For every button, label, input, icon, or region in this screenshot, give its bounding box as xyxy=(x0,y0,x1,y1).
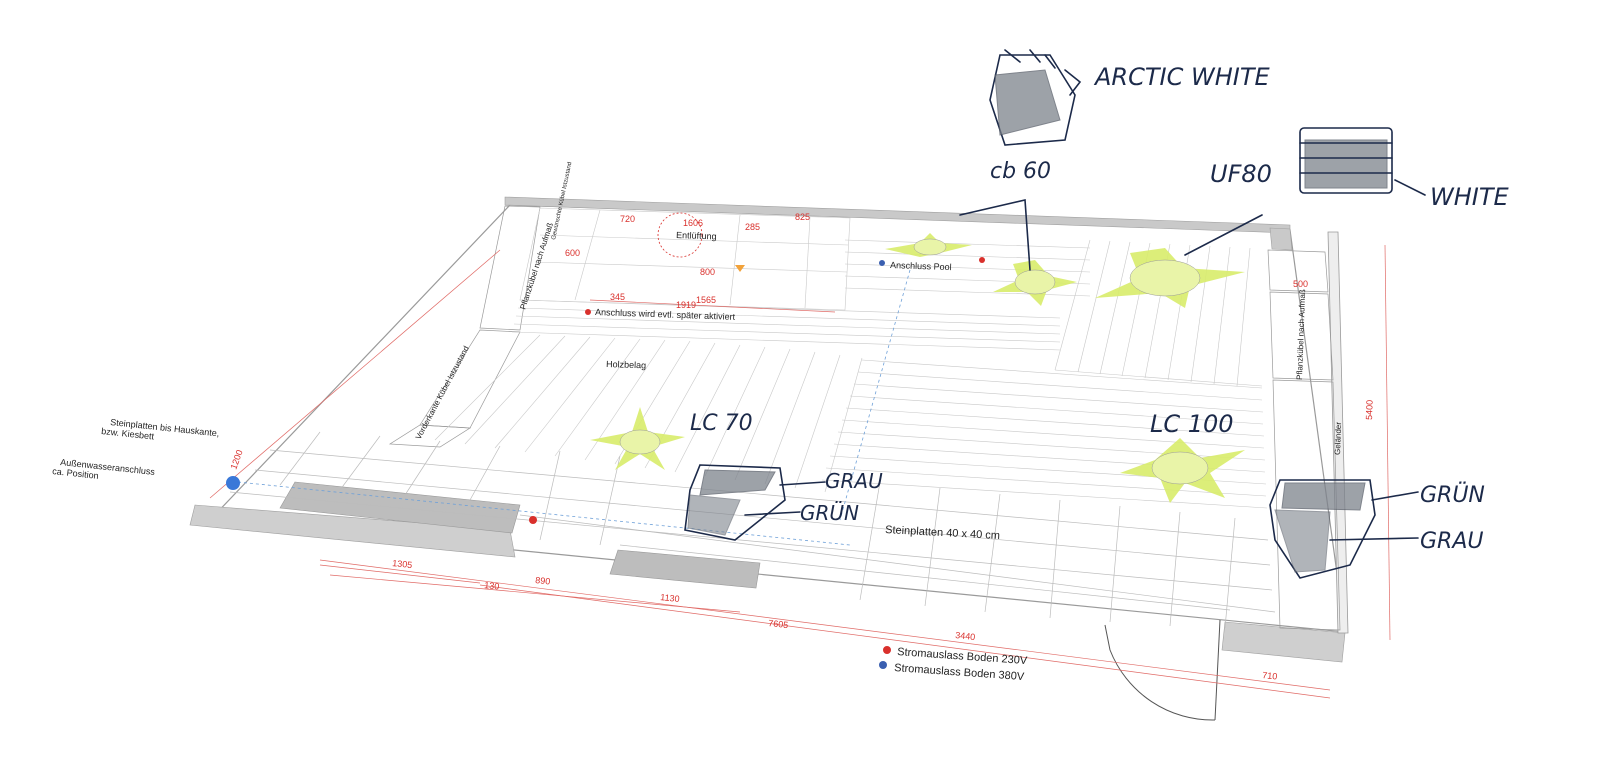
pool-pipe xyxy=(839,269,911,521)
note-grau-right: GRAU xyxy=(1420,529,1484,554)
deck-plan xyxy=(189,196,1391,721)
outlet-230-marker xyxy=(979,257,985,263)
leader-grau-right xyxy=(1329,537,1419,541)
pot-lc70-icon xyxy=(684,464,786,541)
water-pipe xyxy=(237,481,851,546)
dim-1130: 1130 xyxy=(660,592,680,604)
pot-uf80-icon xyxy=(1299,127,1393,194)
dim-3440: 3440 xyxy=(955,630,976,642)
note-grau-left: GRAU xyxy=(825,469,883,493)
dim-1606: 1606 xyxy=(683,218,703,228)
left-planter-column xyxy=(388,205,541,448)
deck-boards-upper xyxy=(511,239,1091,351)
leader-uf80 xyxy=(1184,214,1263,256)
dim-1200: 1200 xyxy=(228,448,244,470)
note-gruen-left: GRÜN xyxy=(800,501,859,525)
dim-720: 720 xyxy=(620,214,635,224)
gray-planter-bottom-right xyxy=(1221,621,1346,663)
dim-800: 800 xyxy=(700,267,715,277)
label-anschluss-spaeter: Anschluss wird evtl. später aktiviert xyxy=(595,307,736,322)
dim-1305: 1305 xyxy=(392,558,413,570)
note-uf80: UF80 xyxy=(1210,160,1272,188)
legend-230-icon xyxy=(883,646,891,654)
hand-sketches: ARCTIC WHITE cb 60 UF80 WHITE LC 70 GRAU… xyxy=(684,49,1510,579)
leader-grau-left xyxy=(779,481,826,486)
dim-600: 600 xyxy=(565,248,580,258)
outlet-pool xyxy=(879,260,885,266)
pot-cb60-icon xyxy=(989,49,1082,146)
leader-cb60 xyxy=(959,199,1031,271)
label-aussenwasser-2: ca. Position xyxy=(52,466,99,481)
gray-planter-left xyxy=(279,481,521,534)
dim-1565: 1565 xyxy=(696,295,716,305)
note-cb60: cb 60 xyxy=(990,159,1051,184)
note-lc100: LC 100 xyxy=(1150,410,1234,438)
label-pflanzkuebel-right: Pflanzkübel nach Aufmaß xyxy=(1295,289,1307,380)
note-arctic-white: ARCTIC WHITE xyxy=(1093,63,1270,91)
dim-500: 500 xyxy=(1293,279,1308,289)
legend-380-icon xyxy=(879,661,887,669)
dim-285: 285 xyxy=(745,222,760,232)
outer-water-connection xyxy=(226,476,240,490)
plant-pool-left xyxy=(885,233,972,257)
plant-lc70 xyxy=(590,407,685,470)
dim-345: 345 xyxy=(610,292,625,302)
dim-1919: 1919 xyxy=(676,300,696,310)
dim-890: 890 xyxy=(535,575,551,587)
gray-planter-middle xyxy=(609,549,761,589)
dimension-lines xyxy=(209,244,1391,699)
leader-white xyxy=(1394,179,1426,196)
technical-pad xyxy=(519,207,851,311)
note-lc70: LC 70 xyxy=(690,411,753,436)
leader-gruen-left xyxy=(744,511,801,516)
dim-710: 710 xyxy=(1262,670,1278,682)
plant-lc100 xyxy=(1120,438,1245,503)
pot-lc100-icon xyxy=(1269,479,1376,579)
dim-5400: 5400 xyxy=(1364,400,1375,420)
door-leaf xyxy=(1214,619,1221,721)
leader-gruen-right xyxy=(1371,491,1419,501)
plant-uf80 xyxy=(1095,248,1245,308)
dim-825: 825 xyxy=(795,212,810,222)
outlet-bottom-marker xyxy=(529,516,537,524)
label-anschluss-pool: Anschluss Pool xyxy=(890,260,952,272)
outlet-later xyxy=(585,309,591,315)
ventilation-circle xyxy=(657,212,703,258)
ventilation-marker xyxy=(735,265,745,272)
label-holzbelag: Holzbelag xyxy=(606,359,646,370)
note-gruen-right: GRÜN xyxy=(1420,482,1485,508)
dim-130: 130 xyxy=(484,580,500,592)
plant-pool-right xyxy=(993,260,1077,306)
legend: Stromauslass Boden 230V Stromauslass Bod… xyxy=(879,646,1028,683)
plants xyxy=(590,233,1245,503)
note-white: WHITE xyxy=(1430,183,1510,211)
top-right-wall-corner xyxy=(1269,227,1293,251)
door-swing xyxy=(1104,624,1216,721)
dim-7605: 7605 xyxy=(768,618,789,630)
dimension-labels: 1305 130 890 1130 7605 3440 710 500 5400… xyxy=(228,212,1374,682)
label-gelaender: Geländer xyxy=(1333,422,1343,456)
label-entlueftung: Entlüftung xyxy=(676,230,717,241)
